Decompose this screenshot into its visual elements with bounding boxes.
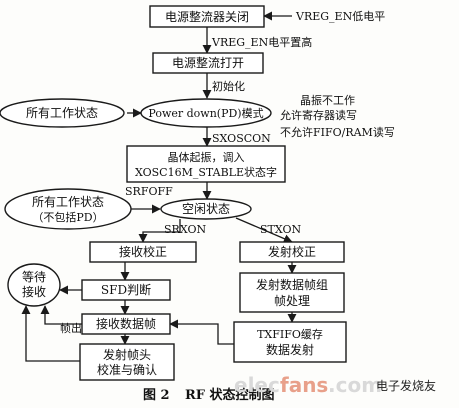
watermark-site-a: elec — [234, 373, 280, 397]
any-state-no-pd-line1: 所有工作状态 — [32, 195, 104, 209]
tx-frame-line2: 帧处理 — [274, 294, 310, 308]
stxon-label: STXON — [260, 223, 302, 236]
txfifo-box — [233, 321, 347, 363]
sxoscon-label: SXOSCON — [212, 132, 271, 145]
rx-cal-box — [89, 241, 197, 263]
watermark-tag: 电子发烧友 — [376, 378, 436, 393]
wait-rx-line1: 等待 — [22, 270, 46, 284]
sfd-label: SFD判断 — [101, 282, 151, 297]
arrow-idle-to-rx — [138, 219, 181, 243]
pd-note-3: 不允许FIFO/RAM读写 — [280, 125, 395, 139]
tx-frame-line1: 发射数据帧组 — [256, 277, 328, 292]
arrow-txfifo-to-rx — [169, 319, 234, 345]
txfifo-line1: TXFIFO缓存 — [257, 327, 323, 341]
watermark: elec fans .com 电子发烧友 — [234, 373, 436, 397]
tx-cal-box — [239, 241, 345, 263]
arrow-idle-to-tx — [235, 217, 293, 243]
regulator-on-label: 电源整流打开 — [172, 55, 244, 70]
init-label: 初始化 — [212, 79, 245, 93]
idle-label: 空闲状态 — [182, 202, 230, 216]
srfoff-label: SRFOFF — [125, 185, 173, 198]
idle-ellipse — [160, 198, 252, 220]
rx-frame-label: 接收数据帧 — [96, 316, 156, 331]
powerdown-ellipse — [140, 98, 272, 128]
regulator-off-label: 电源整流器关闭 — [165, 9, 249, 24]
any-state-no-pd-ellipse — [4, 188, 132, 230]
any-state-ellipse — [0, 98, 125, 128]
watermark-site-b: fans — [280, 373, 328, 397]
figure-number: 图 2 — [143, 388, 170, 403]
rx-frame-box — [81, 313, 171, 335]
regulator-on-box — [152, 52, 264, 74]
pd-note-1: 晶振不工作 — [300, 93, 355, 107]
ack-line2: 校准与确认 — [97, 362, 157, 377]
wait-rx-line2: 接收 — [22, 284, 46, 299]
pd-note-2: 允许寄存器读写 — [280, 108, 357, 122]
ack-box — [79, 343, 175, 381]
figure-title: RF 状态控制图 — [185, 387, 275, 403]
arrow-frame-error-to-wait — [40, 305, 82, 325]
rx-cal-label: 接收校正 — [119, 244, 167, 259]
regulator-off-box — [149, 5, 265, 28]
powerdown-label: Power down(PD)模式 — [148, 107, 263, 120]
tx-frame-box — [239, 272, 345, 313]
osc-start-line1: 晶体起振，调入 — [168, 150, 245, 164]
txfifo-line2: 数据发射 — [266, 342, 314, 357]
any-state-label: 所有工作状态 — [26, 106, 98, 120]
watermark-site-c: .com — [328, 373, 382, 397]
vreg-high-label: VREG_EN电平置高 — [211, 35, 312, 49]
wait-rx-ellipse — [7, 263, 61, 307]
any-state-no-pd-line2: （不包括PD） — [32, 210, 103, 224]
arrow-ack-to-wait — [21, 305, 80, 362]
ack-line1: 发射帧头 — [103, 347, 151, 362]
srxon-label: SRXON — [164, 223, 206, 236]
osc-start-line2: XOSC16M_STABLE状态字 — [135, 165, 277, 179]
tx-cal-label: 发射校正 — [268, 244, 316, 259]
vreg-low-label: VREG_EN低电平 — [295, 10, 385, 23]
sfd-box — [81, 279, 171, 301]
osc-start-box — [126, 145, 286, 183]
